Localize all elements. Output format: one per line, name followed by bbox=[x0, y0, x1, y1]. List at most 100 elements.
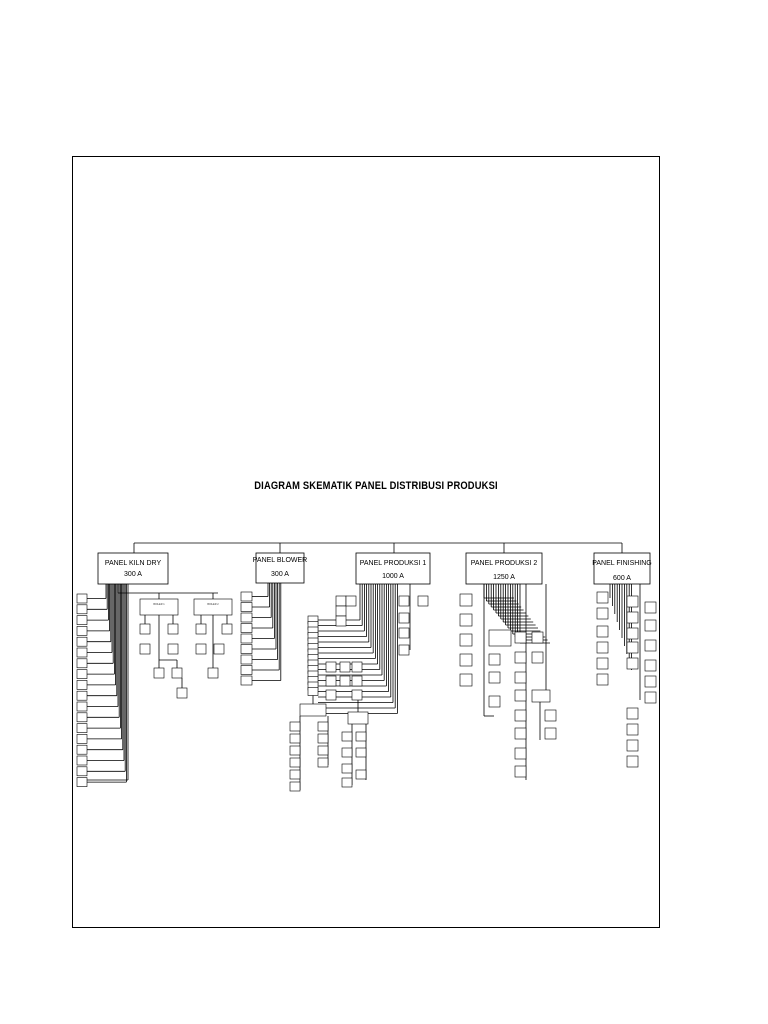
load-box bbox=[317, 745, 329, 756]
load-box bbox=[76, 690, 88, 701]
load-box bbox=[139, 643, 151, 655]
load-box bbox=[459, 633, 473, 647]
load-box bbox=[341, 777, 353, 788]
load-box bbox=[626, 657, 639, 670]
load-box bbox=[544, 727, 557, 740]
load-box bbox=[626, 739, 639, 752]
load-box bbox=[76, 626, 88, 636]
load-box bbox=[240, 591, 253, 602]
load-box bbox=[355, 747, 367, 758]
load-box bbox=[289, 757, 301, 768]
load-box bbox=[76, 766, 88, 777]
panel-produksi-2-rating: 1250 A bbox=[493, 574, 515, 581]
load-box bbox=[514, 747, 527, 760]
load-box bbox=[207, 667, 219, 679]
load-box bbox=[76, 734, 88, 744]
panel-produksi-2-name: PANEL PRODUKSI 2 bbox=[471, 560, 538, 567]
load-box bbox=[317, 733, 329, 744]
load-box bbox=[289, 745, 301, 756]
load-box bbox=[167, 623, 179, 635]
panel-blower-name: PANEL BLOWER bbox=[253, 557, 307, 564]
load-box bbox=[488, 671, 501, 684]
load-box bbox=[76, 680, 88, 690]
load-box bbox=[339, 675, 351, 687]
load-box bbox=[76, 604, 88, 615]
load-box bbox=[335, 595, 347, 607]
load-box bbox=[289, 769, 301, 780]
load-box bbox=[240, 633, 253, 644]
load-box bbox=[644, 675, 657, 688]
load-box bbox=[514, 671, 527, 684]
load-box bbox=[341, 731, 353, 742]
load-box bbox=[176, 687, 188, 699]
sub-panel-boiler-2: BOILER 2 bbox=[193, 598, 233, 616]
load-box bbox=[459, 613, 473, 627]
load-box bbox=[488, 629, 512, 647]
load-box bbox=[596, 641, 609, 654]
boiler-2-label: BOILER 2 bbox=[207, 603, 219, 606]
load-box bbox=[644, 691, 657, 704]
diagram-frame bbox=[72, 156, 660, 928]
load-box bbox=[240, 623, 253, 633]
panel-kiln-dry-rating: 300 A bbox=[124, 571, 142, 578]
load-box bbox=[626, 611, 639, 624]
load-box bbox=[76, 669, 88, 679]
load-box bbox=[76, 712, 88, 723]
load-box bbox=[355, 731, 367, 742]
load-box bbox=[76, 777, 88, 787]
load-box bbox=[325, 661, 337, 673]
panel-blower: PANEL BLOWER 300 A bbox=[253, 552, 307, 584]
panel-kiln-dry-name: PANEL KILN DRY bbox=[105, 560, 162, 567]
load-box bbox=[76, 723, 88, 733]
load-box bbox=[514, 727, 527, 740]
panel-kiln-dry: PANEL KILN DRY 300 A bbox=[97, 552, 169, 585]
load-box bbox=[351, 689, 363, 701]
load-box bbox=[626, 723, 639, 736]
load-box bbox=[626, 627, 639, 640]
load-box bbox=[240, 665, 253, 675]
load-box bbox=[325, 689, 337, 701]
panel-finishing-name: PANEL FINISHING bbox=[592, 560, 652, 567]
load-box bbox=[596, 607, 609, 620]
load-box bbox=[240, 612, 253, 623]
load-box bbox=[351, 661, 363, 673]
load-box bbox=[213, 643, 225, 655]
load-box bbox=[195, 643, 207, 655]
diagram-title: DIAGRAM SKEMATIK PANEL DISTRIBUSI PRODUK… bbox=[254, 480, 498, 492]
load-box bbox=[167, 643, 179, 655]
load-box bbox=[596, 657, 609, 670]
sub-panel-boiler-1: BOILER 1 bbox=[139, 598, 179, 616]
load-box bbox=[345, 595, 357, 607]
load-box bbox=[341, 763, 353, 774]
load-box bbox=[644, 659, 657, 672]
load-box bbox=[514, 631, 527, 644]
load-box bbox=[76, 636, 88, 647]
load-box bbox=[626, 641, 639, 654]
load-box bbox=[76, 658, 88, 669]
load-box bbox=[531, 651, 544, 664]
load-box bbox=[317, 757, 329, 768]
load-box bbox=[488, 695, 501, 708]
load-box bbox=[195, 623, 207, 635]
load-box bbox=[307, 687, 319, 696]
load-box bbox=[514, 765, 527, 778]
load-box bbox=[240, 675, 253, 686]
panel-produksi-1-name: PANEL PRODUKSI 1 bbox=[360, 560, 427, 567]
load-box bbox=[459, 673, 473, 687]
load-box bbox=[351, 675, 363, 687]
load-box bbox=[531, 689, 551, 703]
load-box bbox=[596, 591, 609, 604]
panel-produksi-2: PANEL PRODUKSI 2 1250 A bbox=[465, 552, 543, 585]
load-box bbox=[240, 654, 253, 665]
load-box bbox=[514, 709, 527, 722]
load-box bbox=[139, 623, 151, 635]
load-box bbox=[289, 721, 301, 732]
load-box bbox=[596, 673, 609, 686]
load-box bbox=[644, 601, 657, 614]
load-box bbox=[335, 615, 347, 627]
load-box bbox=[459, 653, 473, 667]
panel-produksi-1: PANEL PRODUKSI 1 1000 A bbox=[355, 552, 431, 585]
load-box bbox=[240, 602, 253, 612]
load-box bbox=[398, 644, 410, 656]
